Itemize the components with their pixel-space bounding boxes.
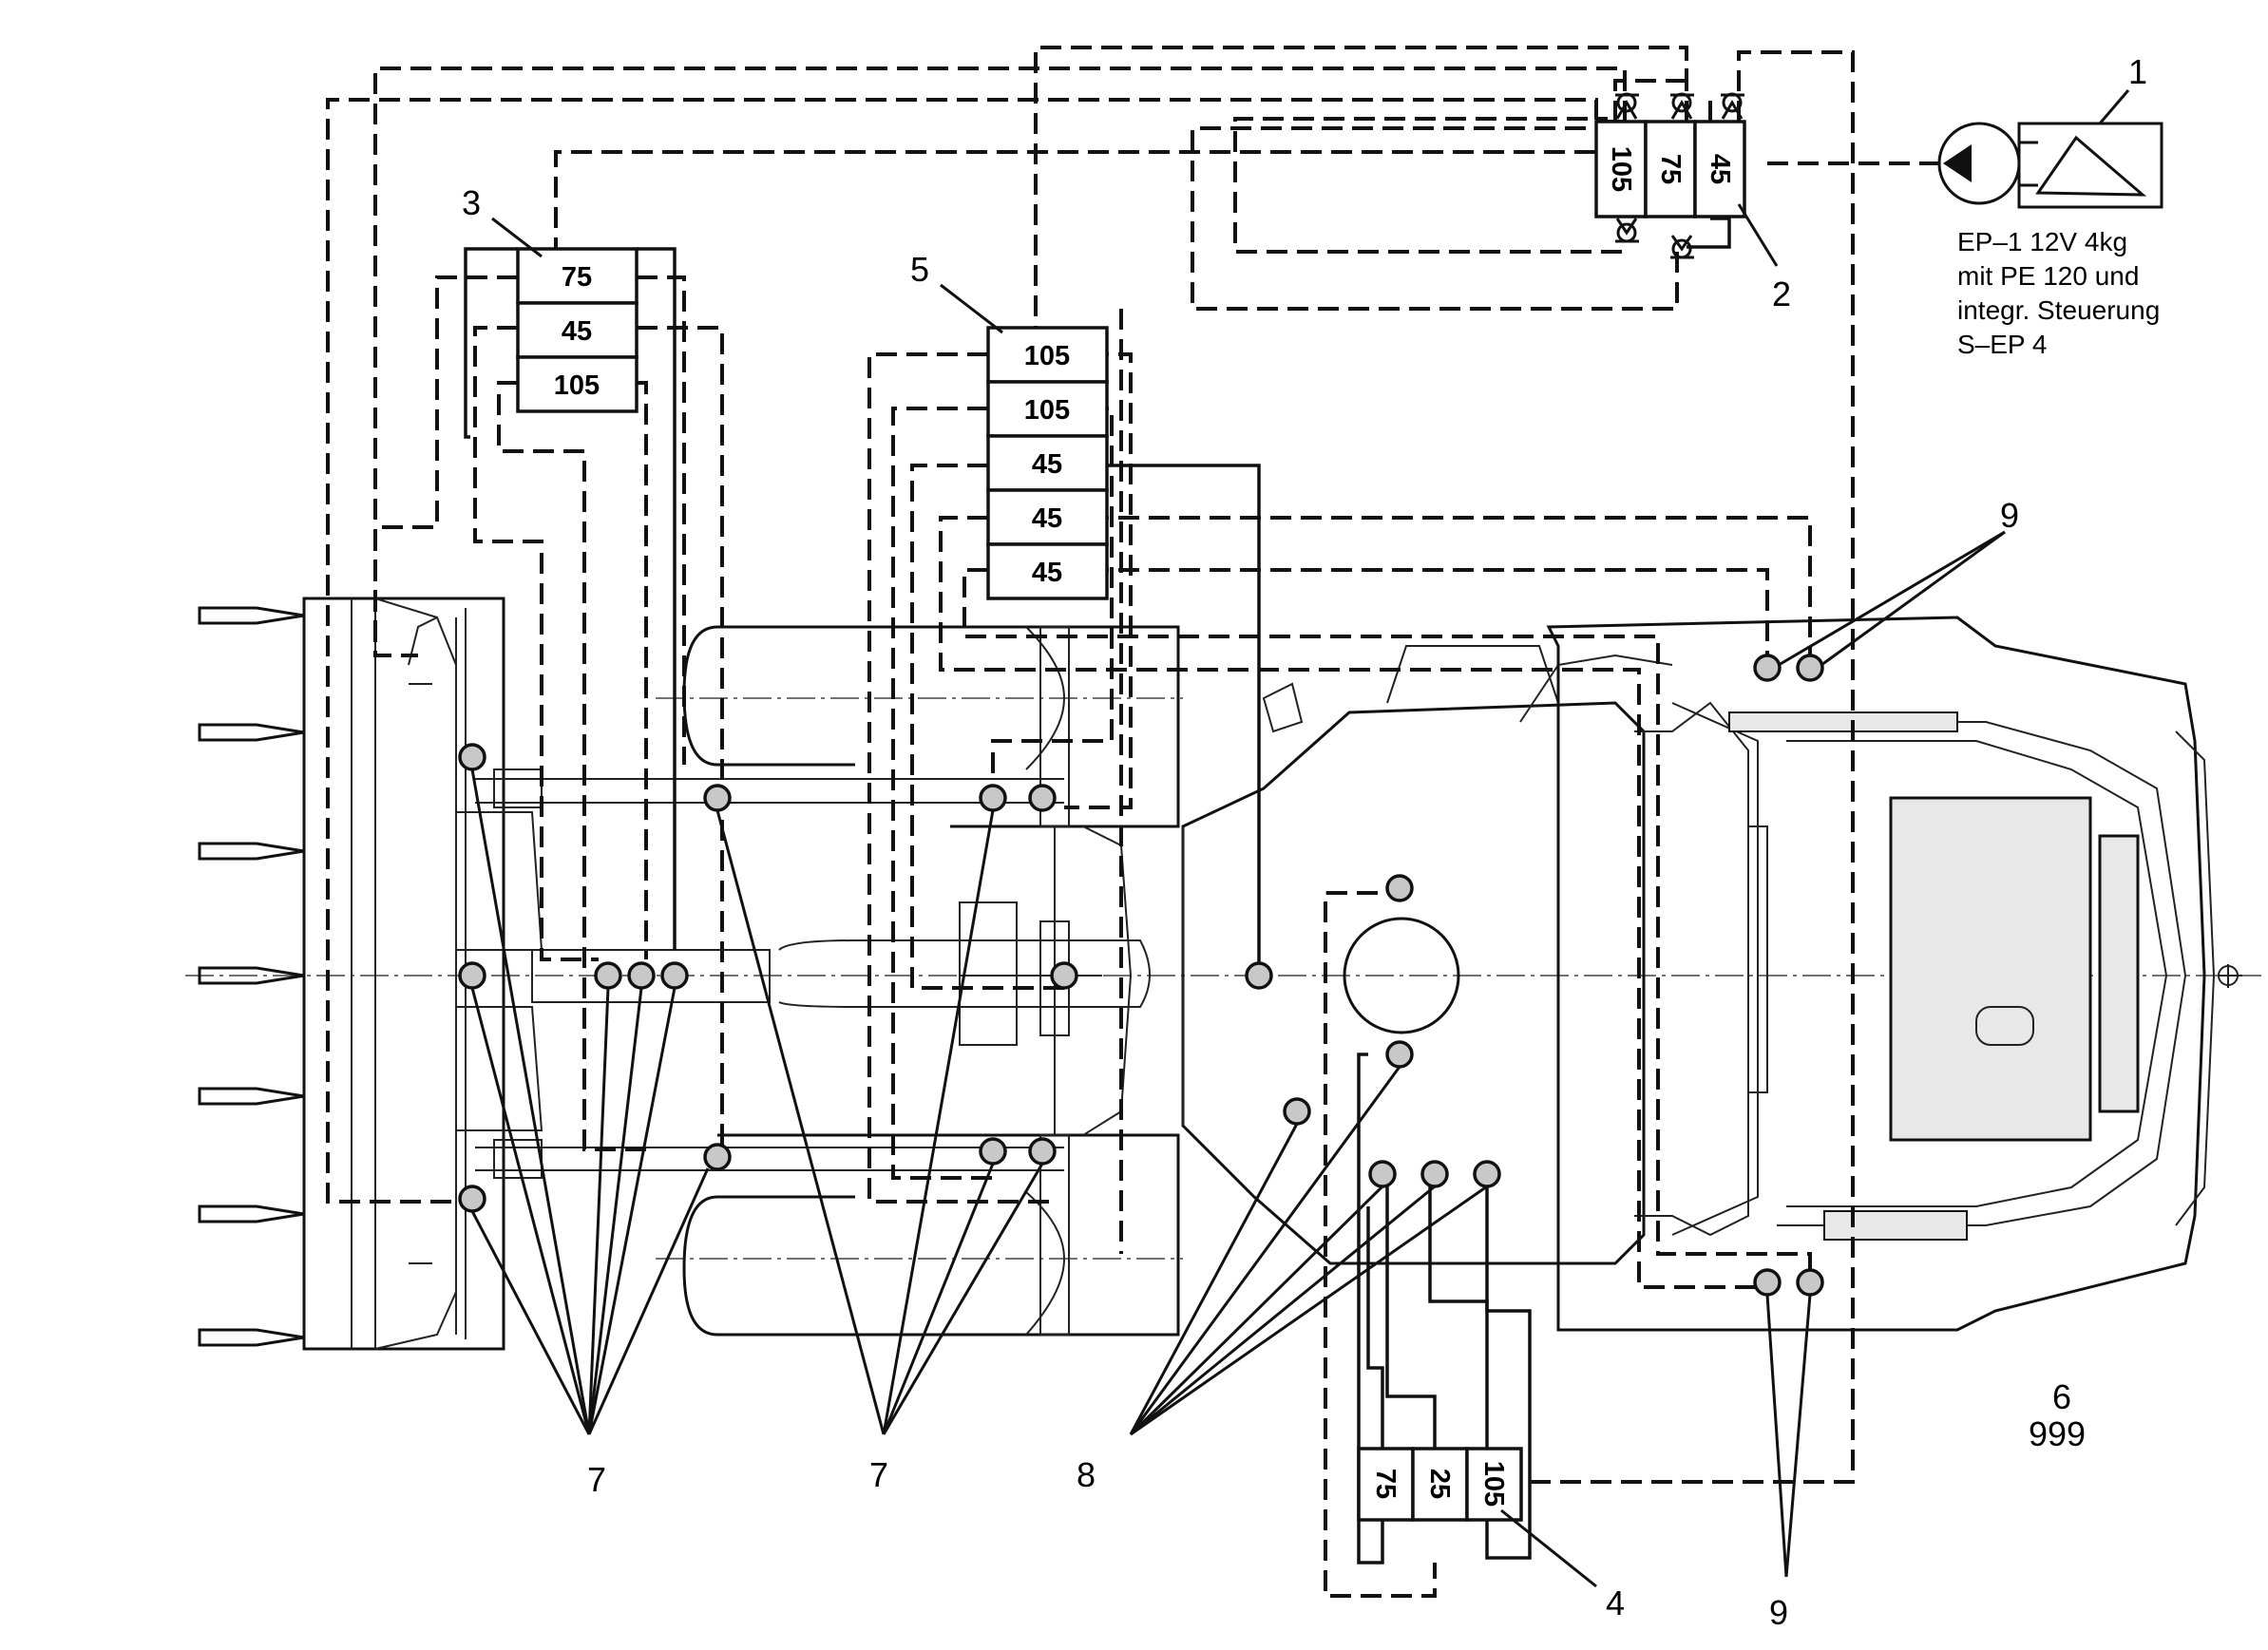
callout-1: 1 bbox=[2128, 52, 2147, 91]
lube-point bbox=[594, 961, 622, 990]
lube-points bbox=[458, 654, 1824, 1297]
callout-9-bottom: 9 bbox=[1769, 1593, 1788, 1632]
dist3-section bbox=[516, 355, 638, 413]
pump-unit: 1 EP–1 12V 4kg mit PE 120 und integr. St… bbox=[1937, 52, 2163, 359]
dist5-value: 45 bbox=[1032, 449, 1062, 480]
callout-3: 3 bbox=[462, 183, 481, 222]
dist5-section bbox=[986, 380, 1109, 438]
lube-point bbox=[1368, 1160, 1397, 1188]
lube-point bbox=[458, 961, 486, 990]
callout-7-right: 7 bbox=[869, 1455, 888, 1494]
lube-point bbox=[703, 1143, 732, 1171]
dist4-section bbox=[1357, 1447, 1415, 1522]
rear-body bbox=[1546, 616, 2242, 1332]
lube-point bbox=[979, 784, 1007, 812]
pump-arrow-icon bbox=[1943, 144, 1972, 182]
dist4-value: 105 bbox=[1478, 1461, 1509, 1507]
center-frame bbox=[1181, 645, 1673, 1265]
figure-code: 999 bbox=[2029, 1414, 2086, 1453]
callout-7-left: 7 bbox=[587, 1460, 606, 1499]
dist5-value: 105 bbox=[1024, 395, 1070, 426]
callout-2: 2 bbox=[1772, 275, 1791, 313]
dist5-value: 45 bbox=[1032, 503, 1062, 534]
dist2-value: 75 bbox=[1655, 154, 1686, 184]
pump-description-line: mit PE 120 und bbox=[1957, 261, 2139, 291]
callout-4: 4 bbox=[1606, 1584, 1625, 1622]
dist5-section bbox=[986, 434, 1109, 492]
dist3-value: 45 bbox=[562, 316, 592, 347]
lube-point bbox=[627, 961, 656, 990]
dist5-value: 45 bbox=[1032, 558, 1062, 588]
dist4-section bbox=[1465, 1447, 1523, 1522]
motor-ramp-icon bbox=[2035, 135, 2147, 197]
dist2-section bbox=[1594, 120, 1648, 218]
machine-outline bbox=[185, 597, 2261, 1351]
callout-6: 6 bbox=[2052, 1377, 2071, 1416]
lube-point bbox=[703, 784, 732, 812]
distributor-5: 105 105 45 45 45 5 bbox=[910, 250, 1109, 600]
lube-point bbox=[458, 1185, 486, 1213]
lube-point bbox=[979, 1137, 1007, 1166]
front-axle-tyres bbox=[682, 625, 1180, 1337]
lube-point bbox=[1385, 874, 1414, 902]
dist3-value: 75 bbox=[562, 262, 592, 293]
lube-point bbox=[1473, 1160, 1501, 1188]
dist5-section bbox=[986, 326, 1109, 384]
dist3-section bbox=[516, 301, 638, 359]
lube-point bbox=[458, 743, 486, 771]
dist4-section bbox=[1411, 1447, 1469, 1522]
lube-point bbox=[1753, 1268, 1782, 1297]
dist2-section bbox=[1644, 120, 1697, 218]
dist5-section bbox=[986, 542, 1109, 600]
loader-arms bbox=[456, 768, 1151, 1179]
dist2-section bbox=[1693, 120, 1746, 218]
pump-description-line: EP–1 12V 4kg bbox=[1957, 227, 2127, 256]
lube-point bbox=[1385, 1040, 1414, 1069]
distributor-4: 75 25 105 4 bbox=[1357, 1447, 1625, 1622]
callout-5: 5 bbox=[910, 250, 929, 289]
pump-description-line: S–EP 4 bbox=[1957, 330, 2047, 359]
lube-point bbox=[1796, 654, 1824, 682]
lube-point bbox=[1420, 1160, 1449, 1188]
lube-point bbox=[1028, 1137, 1057, 1166]
callout-leaders bbox=[470, 530, 2006, 1578]
pump-description-line: integr. Steuerung bbox=[1957, 295, 2160, 325]
dist4-value: 75 bbox=[1370, 1469, 1401, 1499]
dist2-value: 45 bbox=[1705, 154, 1735, 184]
check-valve-icon bbox=[1615, 92, 1744, 259]
distributor-2: 105 75 45 bbox=[1594, 92, 1746, 259]
lube-point bbox=[1753, 654, 1782, 682]
callout-9-top: 9 bbox=[2000, 496, 2019, 535]
lube-point bbox=[1050, 961, 1078, 990]
dist5-value: 105 bbox=[1024, 341, 1070, 371]
lube-point bbox=[1283, 1097, 1311, 1126]
dist3-section bbox=[516, 247, 638, 305]
feed-lines bbox=[464, 217, 1731, 1565]
distributor-3: 75 45 105 3 bbox=[462, 183, 638, 413]
bucket bbox=[198, 597, 505, 1351]
lube-point bbox=[1245, 961, 1273, 990]
dist4-value: 25 bbox=[1424, 1469, 1455, 1499]
lube-point bbox=[1028, 784, 1057, 812]
dist3-value: 105 bbox=[554, 370, 600, 401]
callout-8: 8 bbox=[1077, 1455, 1096, 1494]
dist2-value: 105 bbox=[1606, 146, 1636, 192]
lube-point bbox=[1796, 1268, 1824, 1297]
lube-point bbox=[660, 961, 689, 990]
